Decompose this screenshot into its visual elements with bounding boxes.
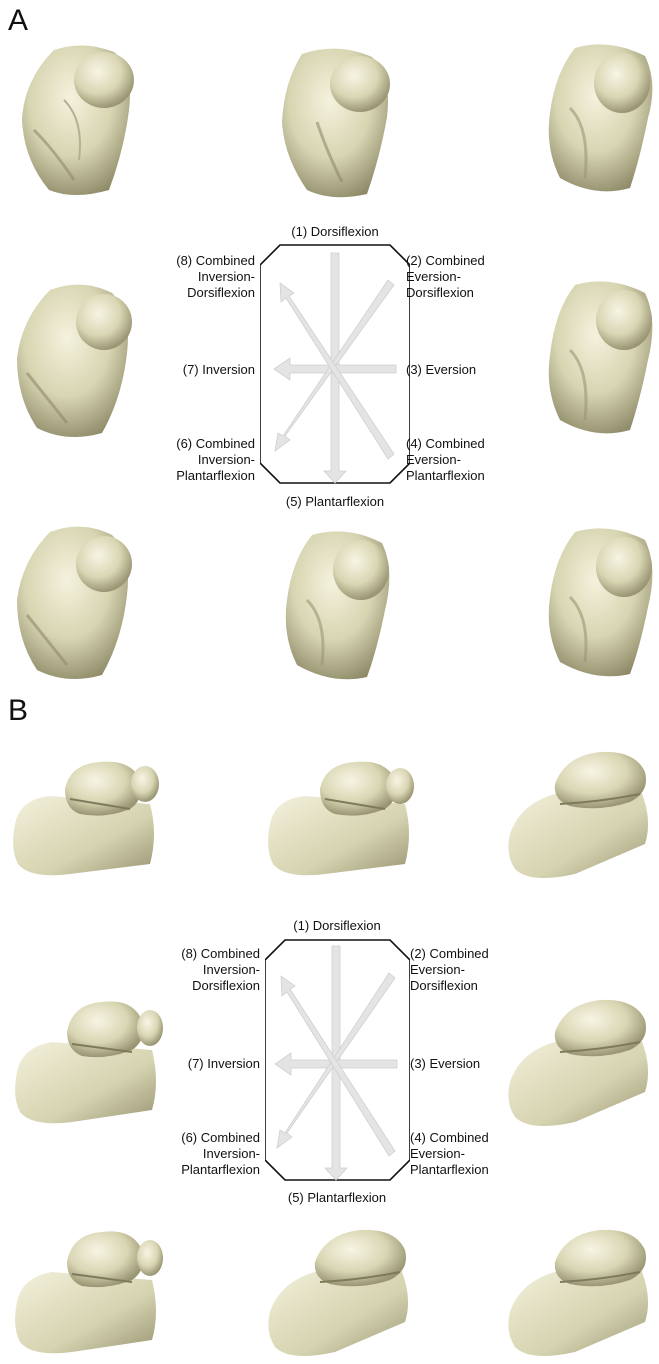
plantarflexion-label: (5) Plantarflexion: [272, 1190, 402, 1206]
talus-bone-image: [277, 525, 395, 685]
calcaneus-bone-image: [265, 1222, 415, 1362]
talus-bone-image: [12, 520, 137, 685]
combined-inversion-dorsiflexion-label: (8) Combined Inversion- Dorsiflexion: [150, 253, 255, 301]
panel-b: B: [0, 682, 659, 1364]
talus-bone-image: [272, 42, 397, 202]
direction-octagon: [260, 243, 410, 485]
panel-letter: B: [8, 694, 28, 728]
combined-inversion-plantarflexion-label: (6) Combined Inversion- Plantarflexion: [155, 1130, 260, 1178]
inversion-label: (7) Inversion: [155, 1056, 260, 1072]
calcaneus-bone-image: [10, 754, 160, 884]
calcaneus-bone-image: [505, 1222, 655, 1362]
combined-inversion-dorsiflexion-label: (8) Combined Inversion- Dorsiflexion: [155, 946, 260, 994]
talus-bone-image: [12, 278, 137, 443]
direction-arrows: [274, 253, 396, 483]
plantarflexion-label: (5) Plantarflexion: [270, 494, 400, 510]
calcaneus-bone-image: [505, 992, 655, 1132]
talus-bone-image: [540, 38, 658, 198]
combined-eversion-plantarflexion-label: (4) Combined Eversion- Plantarflexion: [410, 1130, 520, 1178]
eversion-label: (3) Eversion: [410, 1056, 520, 1072]
dorsiflexion-label: (1) Dorsiflexion: [270, 224, 400, 240]
calcaneus-bone-image: [12, 992, 162, 1132]
panel-letter: A: [8, 4, 28, 38]
talus-bone-image: [14, 40, 139, 200]
combined-eversion-plantarflexion-label: (4) Combined Eversion- Plantarflexion: [406, 436, 516, 484]
eversion-label: (3) Eversion: [406, 362, 516, 378]
inversion-label: (7) Inversion: [150, 362, 255, 378]
combined-eversion-dorsiflexion-label: (2) Combined Eversion- Dorsiflexion: [410, 946, 520, 994]
combined-inversion-plantarflexion-label: (6) Combined Inversion- Plantarflexion: [150, 436, 255, 484]
direction-arrows: [275, 946, 397, 1180]
talus-bone-image: [540, 275, 658, 440]
direction-octagon: [265, 938, 410, 1182]
combined-eversion-dorsiflexion-label: (2) Combined Eversion- Dorsiflexion: [406, 253, 516, 301]
calcaneus-bone-image: [265, 754, 415, 884]
calcaneus-bone-image: [12, 1222, 162, 1362]
talus-bone-image: [540, 522, 658, 682]
panel-a: A: [0, 0, 659, 682]
calcaneus-bone-image: [505, 744, 655, 884]
dorsiflexion-label: (1) Dorsiflexion: [272, 918, 402, 934]
